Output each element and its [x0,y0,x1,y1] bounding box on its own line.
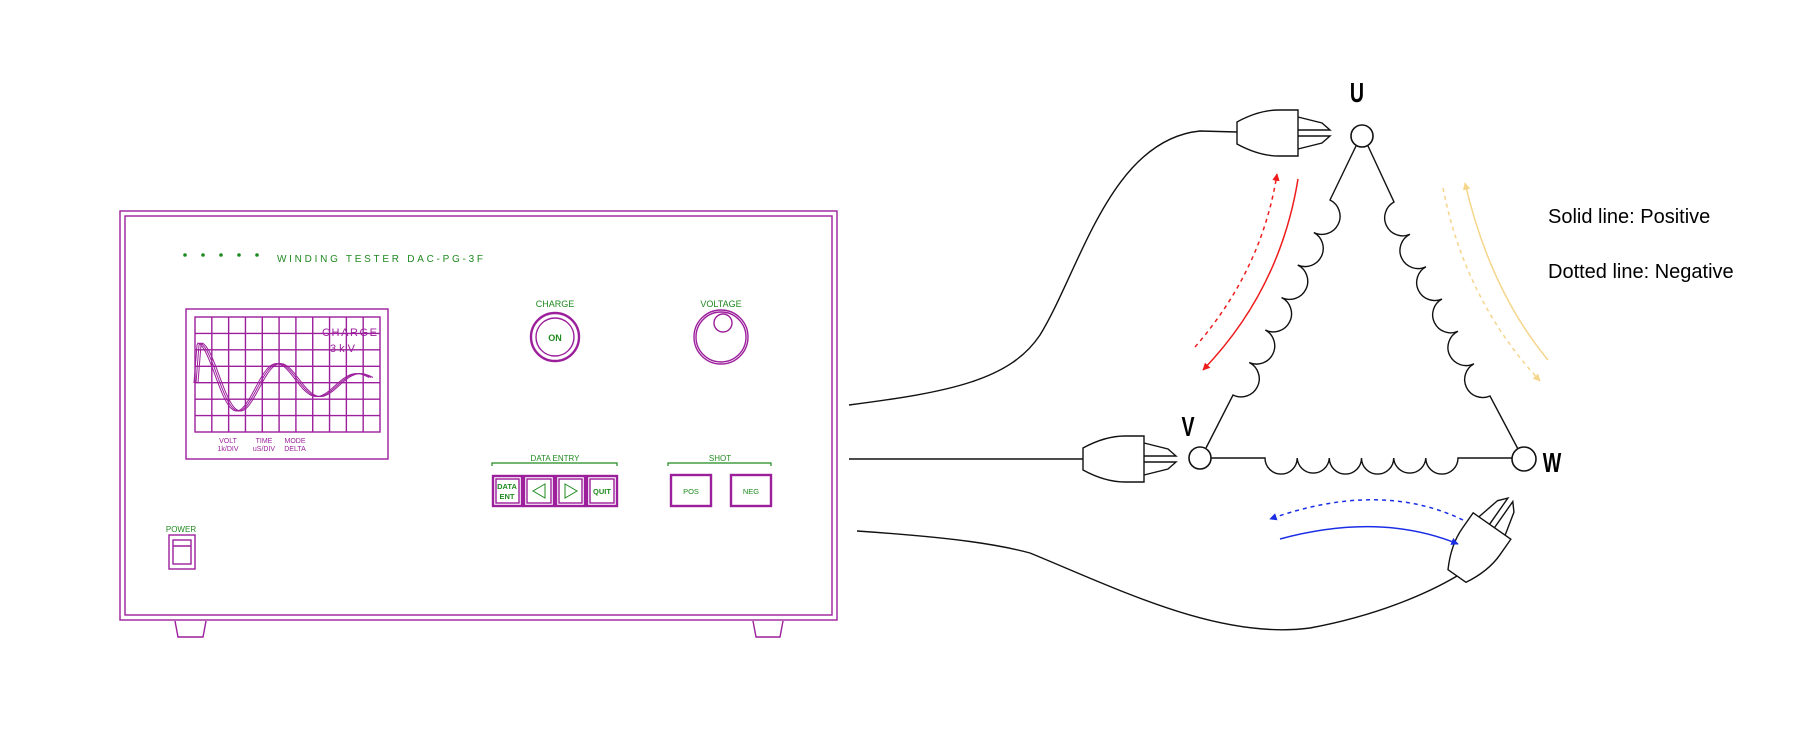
winding-uw [1367,145,1519,450]
time-label: TIME [256,438,273,445]
vw-negative-arrow [1269,499,1464,521]
charge-label: CHARGE [536,299,575,309]
triangle-left-icon [532,483,546,499]
legend-solid: Solid line: Positive [1548,206,1710,228]
cabinet-foot-left [174,620,207,638]
data-ent-button[interactable]: DATA ENT [491,474,524,508]
plug-w [1437,485,1530,590]
screen-voltage-readout: 3kV [330,343,356,355]
tester-cabinet [119,210,838,638]
voltage-label: VOLTAGE [700,299,741,309]
screen-status-label: CHARGE [322,327,377,339]
uw-positive-arrow [1462,182,1549,361]
oscilloscope-screen: CHARGE 3kV VOLT 1k/DIV TIME uS/DIV MODE … [185,308,389,460]
pos-button[interactable]: POS [669,473,713,508]
winding-vw [1211,457,1512,475]
time-value: uS/DIV [253,446,276,453]
terminal-u [1350,124,1374,148]
waveform-trace [193,342,374,412]
pos-label: POS [683,487,699,496]
power-switch[interactable] [168,534,196,570]
plug-u [1236,109,1331,157]
data-ent-label-line1: DATA [497,482,517,491]
neg-label: NEG [743,487,759,496]
shot-bracket [667,462,772,466]
volt-value: 1k/DIV [217,446,238,453]
data-entry-label: DATA ENTRY [531,454,581,463]
mode-label: MODE [285,438,306,445]
data-ent-label-line2: ENT [500,492,515,501]
terminal-w-label: W [1543,448,1562,479]
screen-grid [194,316,381,433]
shot-label: SHOT [709,454,731,463]
winding-uv [1205,145,1357,449]
volt-label: VOLT [219,438,237,445]
uv-negative-arrow [1194,173,1280,348]
left-arrow-button[interactable] [522,474,556,508]
power-label: POWER [166,525,196,534]
cable-u [848,130,1238,406]
waveform-line [193,342,370,412]
terminal-v-label: V [1181,412,1194,443]
data-entry-bracket [491,462,618,466]
uw-negative-arrow [1442,187,1541,382]
waveform-line [195,342,372,412]
right-arrow-button[interactable] [554,474,587,508]
quit-label: QUIT [593,487,611,496]
triangle-right-icon [564,483,578,499]
terminal-w [1511,446,1537,472]
quit-button[interactable]: QUIT [585,474,619,508]
voltage-knob[interactable] [693,309,749,365]
terminal-u-label: U [1350,78,1364,109]
indicator-dots [183,253,259,257]
cabinet-foot-right [752,620,784,638]
device-title: WINDING TESTER DAC-PG-3F [277,254,483,265]
neg-button[interactable]: NEG [729,473,773,508]
terminal-v [1188,446,1212,470]
cable-w [856,530,1458,631]
plug-v [1082,435,1177,483]
uv-positive-arrow [1202,178,1299,371]
delta-windings [1205,145,1519,475]
vw-positive-arrow [1279,525,1459,545]
mode-value: DELTA [284,446,306,453]
waveform-line [197,342,374,412]
charge-on-button[interactable]: ON [529,311,581,363]
legend-dotted: Dotted line: Negative [1548,261,1734,283]
charge-on-label: ON [548,333,562,343]
